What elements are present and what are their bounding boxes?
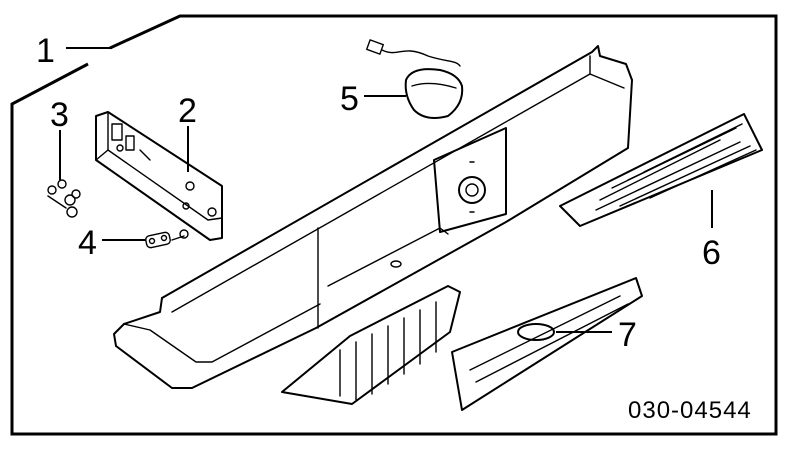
assembly-frame — [10, 14, 778, 436]
bolts-part — [47, 179, 81, 218]
callout-1: 1 — [36, 32, 55, 70]
callout-5: 5 — [340, 80, 359, 118]
bracket-part — [95, 111, 223, 241]
callout-6: 6 — [702, 234, 721, 272]
step-pad-upper-part — [559, 113, 763, 227]
license-light-part — [366, 39, 464, 119]
step-pad-lower-part — [451, 277, 643, 411]
callout-2: 2 — [178, 92, 197, 130]
step-ribs — [281, 285, 461, 405]
callout-7: 7 — [618, 316, 637, 354]
callout-3: 3 — [50, 96, 69, 134]
callout-4: 4 — [78, 224, 97, 262]
clip-part — [145, 229, 189, 249]
bumper-body-part — [113, 45, 633, 389]
diagram-code: 030-04544 — [628, 397, 752, 424]
